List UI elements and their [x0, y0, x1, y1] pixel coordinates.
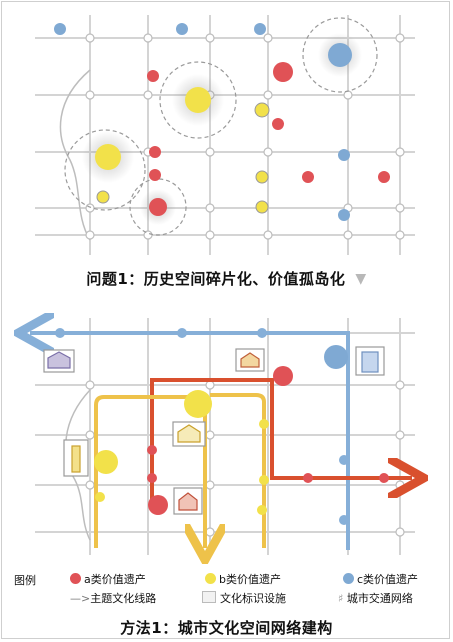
- grid-nodes: [85, 33, 405, 240]
- culture-marker-icon: [63, 439, 89, 477]
- a-heritage-icon: [70, 573, 81, 584]
- b-heritage-points: [95, 87, 270, 214]
- legend-b-label: b类价值遗产: [219, 573, 281, 586]
- legend-b-heritage: b类价值遗产: [205, 571, 281, 587]
- culture-marker-box-icon: [202, 591, 216, 603]
- problem-diagram: [35, 15, 415, 255]
- culture-marker-icon: [172, 421, 206, 447]
- grid-nodes-2: [85, 380, 405, 537]
- route-nodes: [55, 328, 389, 525]
- legend-culture-marker: 文化标识设施: [202, 590, 286, 606]
- legend-title: 图例: [14, 574, 36, 587]
- down-arrow-icon: ▼: [355, 271, 367, 287]
- culture-marker-icon: [43, 349, 75, 373]
- grid-network-icon: ♯: [338, 592, 344, 605]
- route-arrow-icon: —>: [70, 592, 91, 605]
- problem-caption: 问题1：历史空间碎片化、价值孤岛化 ▼: [0, 268, 453, 289]
- legend-a-label: a类价值遗产: [84, 573, 146, 586]
- isolation-rings: [64, 17, 378, 236]
- route-red: [150, 378, 412, 500]
- legend-a-heritage: a类价值遗产: [70, 571, 146, 587]
- a-heritage-points: [147, 62, 390, 216]
- culture-marker-icon: [173, 487, 203, 515]
- legend-network-label: 城市交通网络: [346, 592, 413, 605]
- b-heritage-icon: [205, 573, 216, 584]
- legend-transport-network: ♯ 城市交通网络: [338, 590, 413, 606]
- legend-c-heritage: c类价值遗产: [343, 571, 418, 587]
- legend-marker-label: 文化标识设施: [220, 592, 286, 605]
- legend-route-label: 主题文化线路: [90, 592, 157, 605]
- legend-theme-route: —>主题文化线路: [70, 590, 156, 606]
- method-caption: 方法1：城市文化空间网络建构: [120, 619, 333, 637]
- method-diagram: [0, 0, 453, 600]
- culture-marker-icon: [355, 346, 385, 376]
- route-yellow: [94, 393, 266, 548]
- problem-caption-text: 问题1：历史空间碎片化、价值孤岛化: [86, 270, 346, 288]
- c-heritage-icon: [343, 573, 354, 584]
- c-heritage-points: [54, 23, 352, 221]
- culture-marker-icon: [235, 348, 265, 372]
- legend-c-label: c类价值遗产: [357, 573, 419, 586]
